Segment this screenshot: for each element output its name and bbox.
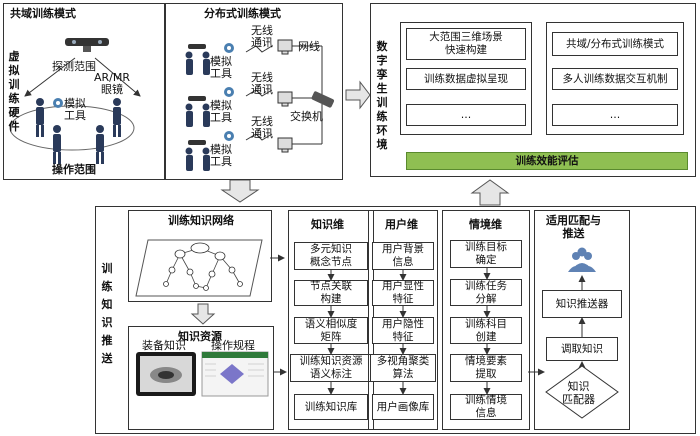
knowledge-dim-item-5: 训练知识库 [294, 394, 368, 420]
context-dim-title: 情境维 [469, 218, 502, 231]
gear-icon [53, 98, 63, 108]
operation-range-ellipse [9, 105, 135, 151]
training-effectiveness-eval: 训练效能评估 [406, 152, 688, 170]
user-dim-column [368, 210, 438, 430]
wireless-signal-icons [245, 45, 273, 141]
procedure-screen-image [201, 351, 269, 397]
trainee-figures [36, 98, 121, 164]
knowledge-dim-title: 知识维 [311, 218, 344, 231]
twin-side-label: 数字孪生训练环境 [376, 40, 388, 151]
arrow-to-push [220, 179, 260, 203]
users-group-icon [568, 247, 596, 272]
knowledge-push-panel [95, 206, 696, 434]
operation-range-label: 操作范围 [52, 163, 96, 176]
computer-icons [277, 39, 293, 153]
arrow-to-twin [345, 80, 371, 110]
knowledge-matcher-diamond [545, 365, 619, 419]
push-side-label: 训练知识推送 [101, 262, 113, 365]
context-dim-item-1: 训练目标 确定 [450, 240, 522, 268]
knowledge-network-title: 训练知识网络 [168, 214, 234, 227]
user-dim-item-2: 用户显性 特征 [372, 280, 434, 306]
knowledge-dim-item-2: 节点关联 构建 [294, 280, 368, 306]
ar-mr-label: AR/MR 眼镜 [94, 71, 131, 96]
user-dim-item-4: 多视角聚类 算法 [370, 354, 436, 382]
knowledge-dim-item-1: 多元知识 概念节点 [294, 242, 368, 270]
wireless-label-1: 无线 通讯 [251, 24, 273, 49]
context-dim-item-2: 训练任务 分解 [450, 279, 522, 306]
user-dim-item-3: 用户隐性 特征 [372, 317, 434, 344]
twin-mode-item: 共域/分布式训练模式 [552, 32, 678, 56]
kinect-sensor-icon [65, 38, 109, 52]
twin-scene-build: 大范围三维场景 快速构建 [406, 28, 526, 60]
detect-range-label: 探测范围 [52, 60, 96, 73]
sim-tool-label-3: 模拟 工具 [210, 143, 232, 168]
twin-right-more: … [552, 104, 678, 126]
distributed-mode-title: 分布式训练模式 [204, 7, 281, 20]
match-push-column [534, 210, 630, 430]
twin-interaction-item: 多人训练数据交互机制 [552, 68, 678, 90]
network-cables [292, 45, 323, 145]
context-dim-item-4: 情境要素 提取 [450, 354, 522, 382]
wireless-label-2: 无线 通讯 [251, 71, 273, 96]
detect-arrow-left [24, 57, 76, 97]
user-dim-item-1: 用户背景 信息 [372, 242, 434, 270]
sim-tool-label-1: 模拟 工具 [210, 55, 232, 80]
detect-arrow-right [94, 57, 141, 97]
equipment-tablet-image [136, 352, 196, 396]
wired-label: 网线 [298, 40, 320, 53]
switch-icon [311, 91, 335, 108]
shared-hardware-panel [3, 3, 165, 180]
fetch-knowledge: 调取知识 [546, 337, 618, 361]
match-push-title: 适用匹配与 推送 [546, 214, 601, 240]
twin-left-more: … [406, 104, 526, 126]
knowledge-network-box [128, 210, 272, 302]
knowledge-network-graph [135, 239, 263, 297]
sim-tool-label: 模拟 工具 [64, 97, 86, 122]
wireless-label-3: 无线 通讯 [251, 115, 273, 140]
procedure-label: 操作规程 [211, 339, 255, 352]
distributed-panel [165, 3, 343, 180]
context-dim-item-3: 训练科目 创建 [450, 317, 522, 344]
context-dim-item-5: 训练情境 信息 [450, 394, 522, 420]
user-dim-title: 用户维 [385, 218, 418, 231]
arrow-to-eval [470, 179, 510, 206]
knowledge-pusher: 知识推送器 [542, 290, 622, 318]
user-dim-item-5: 用户画像库 [372, 394, 434, 420]
knowledge-resource-box [128, 326, 274, 430]
sim-tool-label-2: 模拟 工具 [210, 99, 232, 124]
knowledge-matcher-label: 知识 匹配器 [562, 380, 595, 406]
equipment-knowledge-label: 装备知识 [142, 339, 186, 352]
switch-label: 交换机 [290, 110, 323, 123]
knowledge-dim-item-4: 训练知识资源 语义标注 [290, 354, 372, 382]
knowledge-dim-item-3: 语义相似度 矩阵 [294, 317, 368, 344]
knowledge-resource-title: 知识资源 [178, 330, 222, 343]
shared-mode-title: 共域训练模式 [10, 7, 76, 20]
hardware-side-label: 虚拟训练硬件 [8, 50, 20, 133]
context-dim-column [442, 210, 530, 430]
twin-data-present: 训练数据虚拟呈现 [406, 68, 526, 90]
distributed-stations [185, 43, 234, 171]
